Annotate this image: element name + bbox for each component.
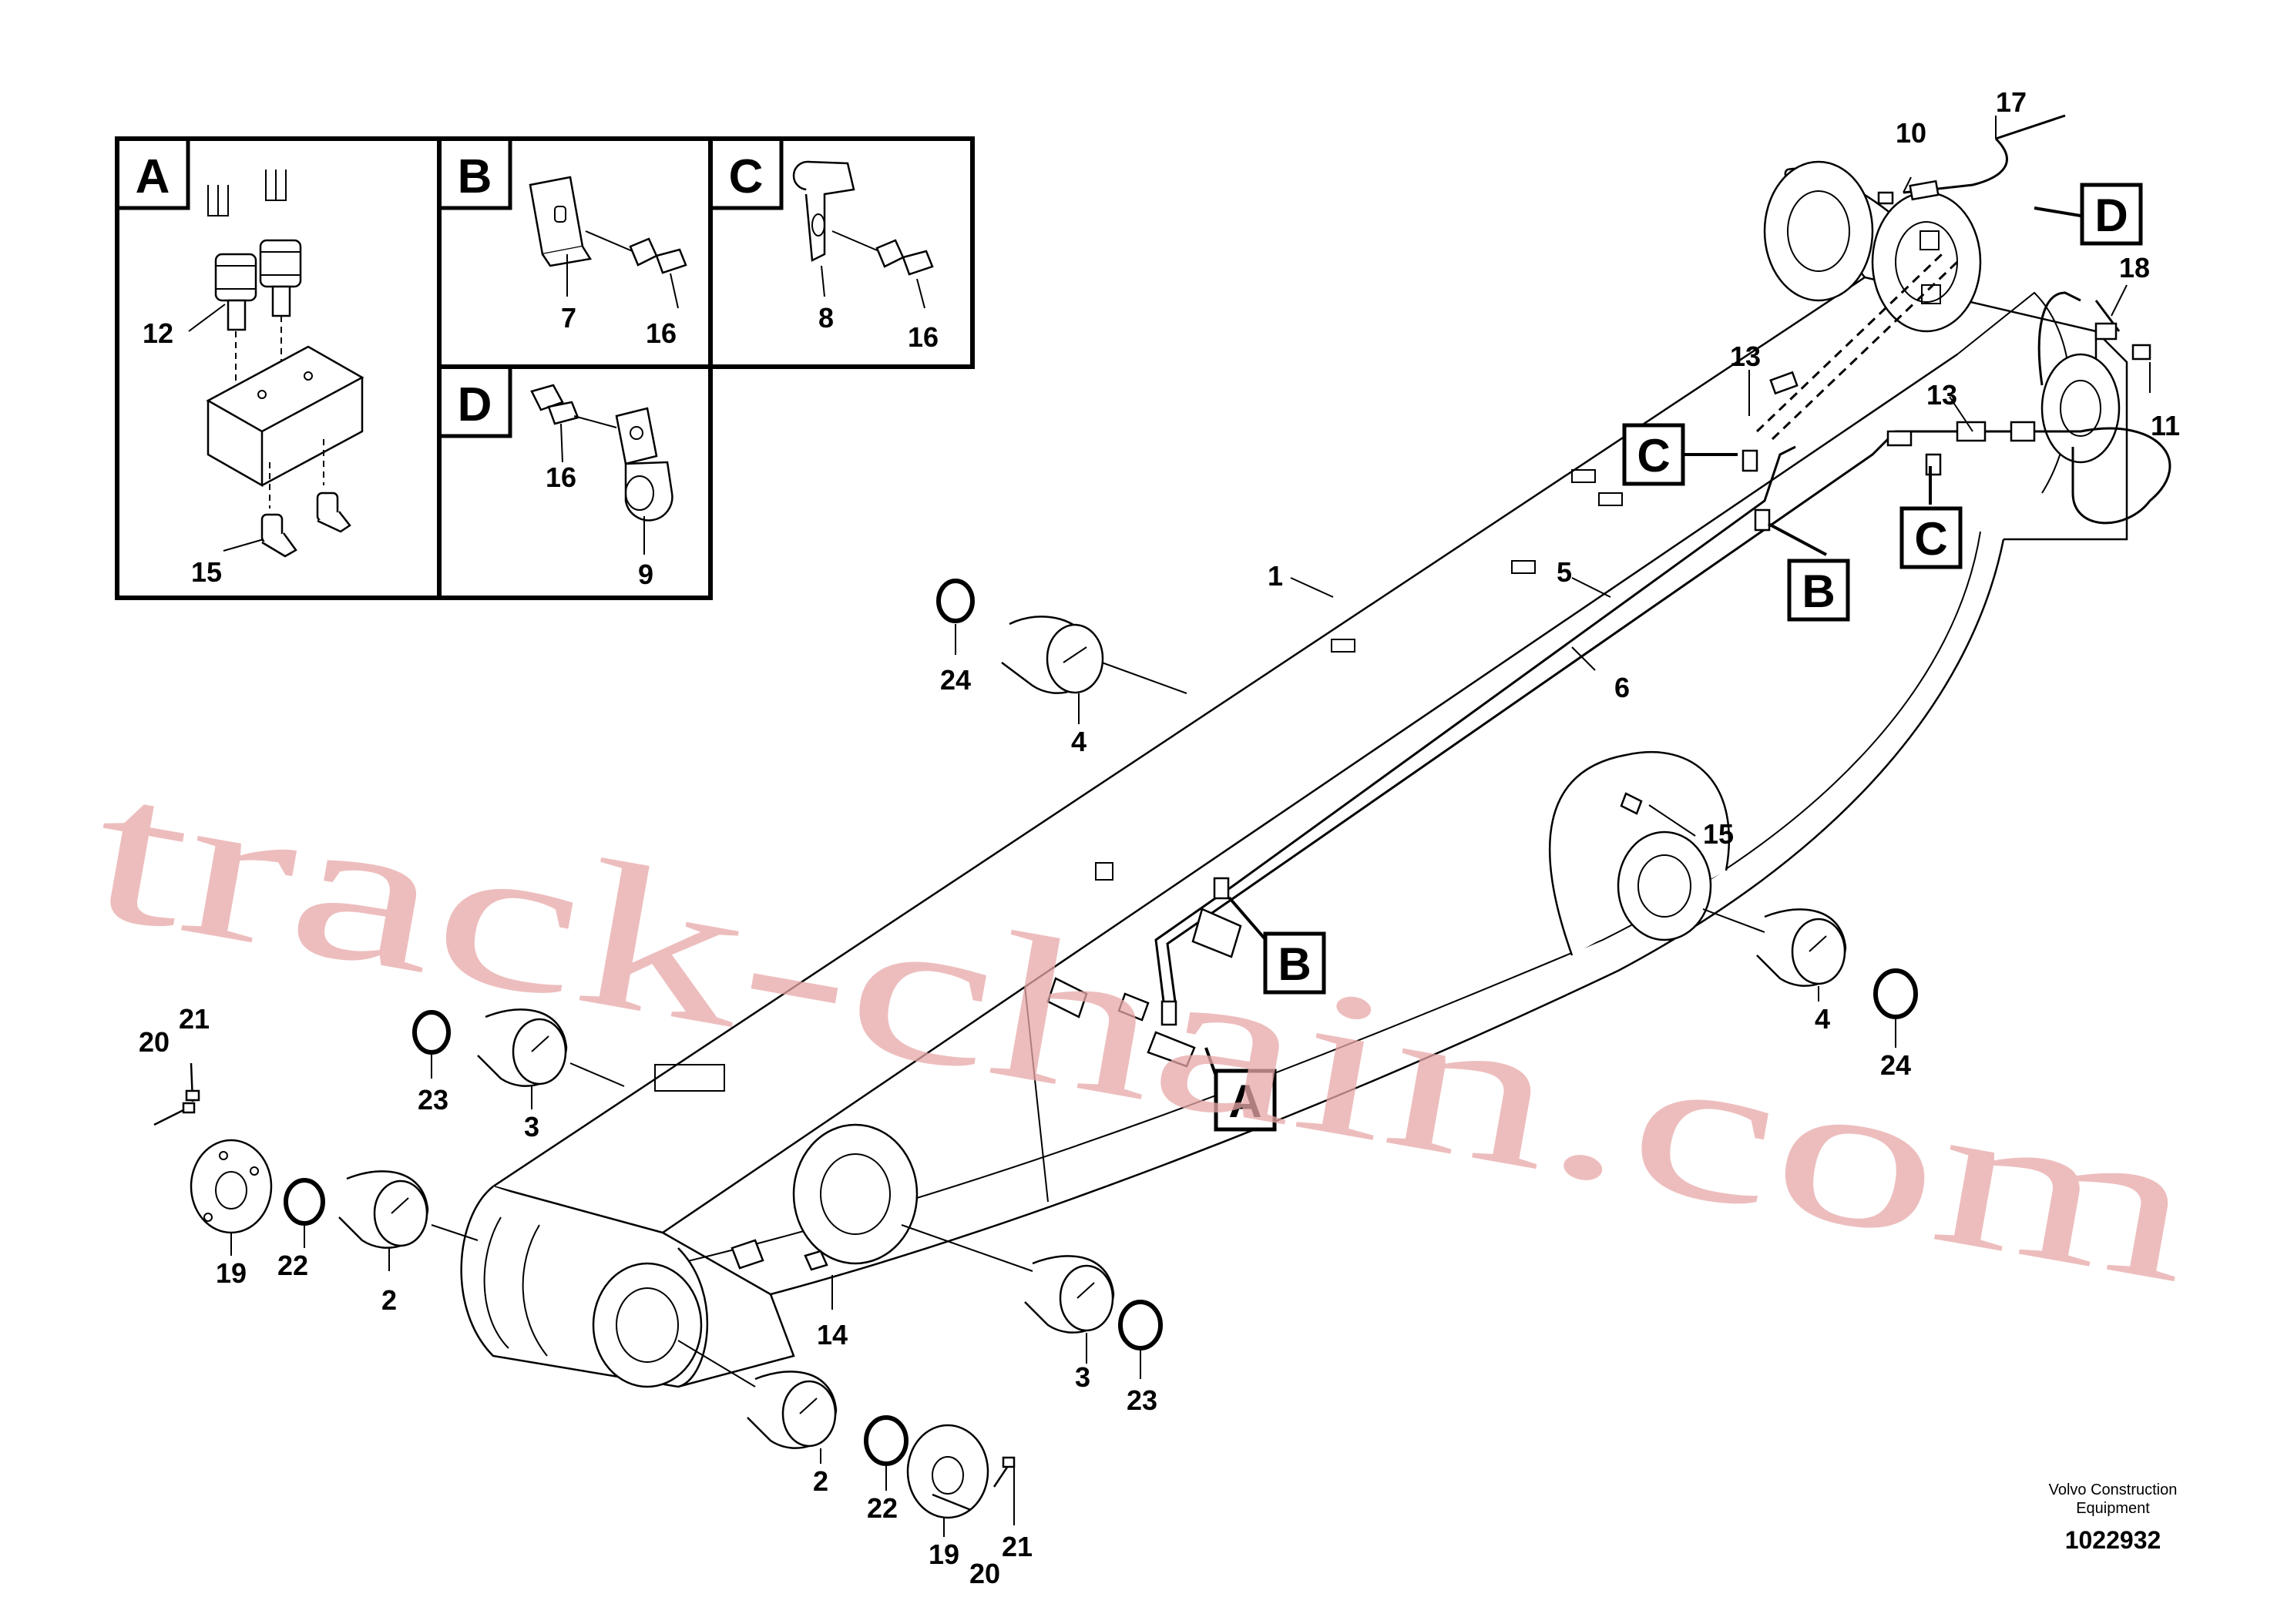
panel-d-callout-16: 16 [546, 461, 576, 493]
ring-24-right [1873, 968, 1918, 1019]
callout-22-bottom: 22 [867, 1492, 898, 1524]
ref-box-b-upper [1787, 559, 1850, 622]
callout-11: 11 [2151, 410, 2180, 441]
ref-box-d-letter: D [2094, 190, 2128, 241]
callout-2-left: 2 [381, 1284, 397, 1316]
ring-22-bottom [864, 1415, 909, 1466]
boom-assembly [460, 160, 2128, 1388]
panel-b-callout-16: 16 [646, 317, 677, 349]
callout-3-left: 3 [524, 1111, 539, 1143]
callout-22-left: 22 [277, 1250, 308, 1281]
ref-box-b-lower-letter: B [1278, 938, 1311, 990]
callout-labels: 1 2 2 3 3 4 4 5 6 10 11 13 13 14 15 17 1… [139, 86, 2180, 1589]
document-number: 1022932 [2065, 1526, 2161, 1554]
callout-10: 10 [1896, 117, 1926, 149]
callout-2-bottom: 2 [813, 1465, 828, 1497]
callout-19-bottom: 19 [929, 1538, 959, 1570]
reference-boxes: A B B C C D [1204, 183, 2143, 1132]
callout-3-mid: 3 [1075, 1361, 1090, 1393]
callout-20-left: 20 [139, 1026, 170, 1058]
part-14-clamp [731, 1239, 764, 1270]
callout-13-left: 13 [1730, 341, 1761, 372]
ring-24-upper [936, 579, 975, 623]
callout-21-left: 21 [179, 1003, 210, 1035]
callout-17: 17 [1996, 86, 2027, 118]
hose-5 [1154, 445, 1796, 1002]
panel-b-letter: B [458, 150, 492, 203]
callout-6: 6 [1614, 672, 1630, 703]
ring-23-mid [1118, 1300, 1163, 1351]
callout-24-upper: 24 [940, 664, 971, 696]
callout-14: 14 [817, 1319, 848, 1351]
ref-box-c-left [1622, 423, 1685, 486]
ring-23-left [412, 1010, 451, 1055]
callout-24-right: 24 [1880, 1049, 1911, 1081]
foot-pin-boss [592, 1262, 703, 1388]
inset-panels: A B C D 12 [115, 136, 975, 600]
callout-21-bottom: 21 [1002, 1531, 1033, 1562]
hose-lines [1046, 114, 2171, 1068]
panel-d-tab [437, 364, 512, 438]
ref-box-b-upper-letter: B [1802, 565, 1835, 617]
panel-b-callout-7: 7 [561, 302, 576, 334]
panel-a-letter: A [136, 150, 170, 203]
panel-a-tab [115, 136, 190, 210]
part-14-bolt [804, 1250, 828, 1271]
bushings [153, 579, 1918, 1519]
credit-line-1: Volvo Construction [2049, 1481, 2178, 1498]
mid-cylinder-boss [792, 1123, 919, 1265]
callout-13-right: 13 [1926, 379, 1957, 411]
panel-a-callout-12: 12 [143, 317, 173, 349]
inset-panel-c [708, 136, 975, 369]
tip-lug-left [1763, 160, 1874, 302]
panel-d-art: 16 9 [530, 384, 673, 590]
callout-15: 15 [1703, 818, 1734, 850]
ring-22-left [284, 1178, 325, 1226]
tip-lug-right [1871, 191, 1982, 333]
boom-side-crease [677, 531, 1981, 1264]
panel-b-art: 7 16 [529, 176, 687, 349]
plate-19-bottom [906, 1424, 989, 1519]
ref-box-a-letter: A [1228, 1075, 1261, 1127]
callout-4-upper: 4 [1071, 726, 1087, 757]
ref-box-c-right-letter: C [1914, 513, 1947, 565]
inset-panel-d [437, 364, 713, 600]
ref-box-a [1214, 1069, 1277, 1132]
panel-d-letter: D [458, 378, 492, 431]
plate-19-left [190, 1139, 273, 1234]
callout-19-left: 19 [216, 1257, 247, 1289]
callout-23-left: 23 [418, 1084, 448, 1116]
ref-box-c-left-letter: C [1637, 430, 1670, 481]
panel-c-art: 8 16 [792, 160, 939, 353]
panel-d-callout-9: 9 [638, 559, 653, 590]
panel-c-callout-8: 8 [818, 302, 834, 334]
callout-4-right: 4 [1815, 1003, 1830, 1035]
panel-c-tab [708, 136, 784, 210]
callout-1: 1 [1268, 560, 1283, 592]
callout-23-mid: 23 [1127, 1384, 1157, 1416]
ref-box-d [2080, 183, 2143, 246]
boom-bottom-edge [662, 539, 2005, 1296]
panel-b-tab [437, 136, 512, 210]
callout-20-bottom: 20 [969, 1558, 1000, 1589]
credit-line-2: Equipment [2076, 1500, 2150, 1517]
callout-5: 5 [1557, 556, 1572, 588]
callout-18: 18 [2119, 252, 2150, 284]
panel-a-art: 12 15 [143, 169, 364, 588]
panel-c-letter: C [729, 150, 764, 203]
panel-a-callout-15: 15 [191, 556, 222, 588]
ref-box-c-right [1899, 506, 1963, 569]
leader-lines [230, 116, 2151, 1537]
panel-c-callout-16: 16 [908, 321, 939, 353]
ref-box-b-lower [1263, 931, 1326, 995]
